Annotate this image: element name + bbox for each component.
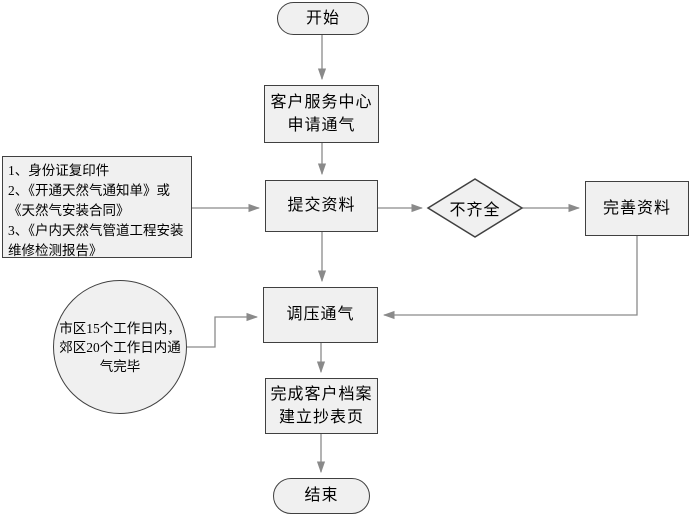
documents-note-line2: 2、《开通天然气通知单》或 [8,183,170,198]
submit-node: 提交资料 [265,180,378,232]
end-node: 结束 [273,478,370,514]
complete-materials-node: 完善资料 [585,181,689,236]
archive-label-line1: 完成客户档案 [270,385,373,403]
archive-label-line2: 建立抄表页 [278,409,364,426]
documents-note-line4: 3、《户内天然气管道工程安装 [8,223,184,238]
regulate-gas-label: 调压通气 [286,306,355,324]
timeframe-note-line1: 市区15个工作日内， [59,320,181,336]
connector-timeframe-to-regulate [187,312,259,348]
apply-label-line2: 申请通气 [287,117,356,134]
documents-note-line5: 维修检测报告》 [8,243,103,258]
connector-complete-to-regulate [382,236,638,320]
apply-node: 客户服务中心 申请通气 [264,85,379,143]
timeframe-note-line2: 郊区20个工作日内通 [59,339,181,355]
apply-label-line1: 客户服务中心 [270,93,373,111]
submit-label: 提交资料 [287,197,356,215]
documents-note-line3: 《天然气安装合同》 [8,203,130,218]
timeframe-note: 市区15个工作日内， 郊区20个工作日内通 气完毕 [53,280,187,414]
decision-label: 不齐全 [449,202,501,219]
documents-note: 1、身份证复印件 2、《开通天然气通知单》或 《天然气安装合同》 3、《户内天然… [2,156,192,258]
regulate-gas-node: 调压通气 [263,287,378,343]
decision-diamond-shape [426,178,524,238]
decision-node: 不齐全 [428,179,522,237]
end-label: 结束 [304,487,339,505]
start-label: 开始 [305,9,340,27]
archive-node: 完成客户档案 建立抄表页 [265,378,378,434]
timeframe-note-line3: 气完毕 [99,358,141,374]
start-node: 开始 [277,2,369,35]
complete-materials-label: 完善资料 [602,199,671,217]
documents-note-line1: 1、身份证复印件 [8,163,110,178]
